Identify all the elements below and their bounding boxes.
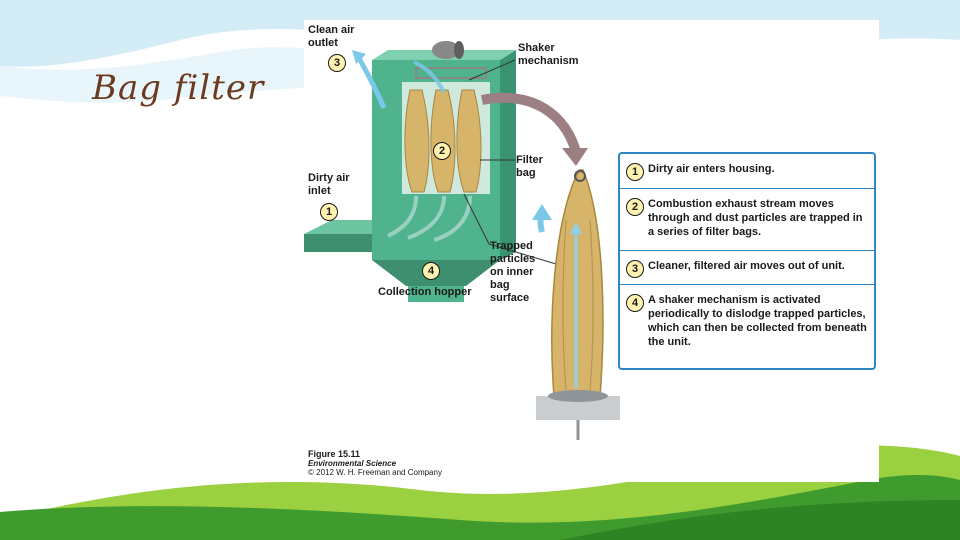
step-item: 4 A shaker mechanism is activated period… <box>620 284 874 369</box>
slide-title: Bag filter <box>92 68 265 108</box>
pointer-lines <box>463 59 557 265</box>
step-number: 3 <box>626 260 644 278</box>
label-clean-air-outlet: Clean air outlet <box>308 24 355 49</box>
marker-step-1: 1 <box>320 203 338 221</box>
caption-copyright: © 2012 W. H. Freeman and Company <box>308 468 442 477</box>
step-text: A shaker mechanism is activated periodic… <box>648 294 867 348</box>
zoom-arrow-head <box>562 148 588 166</box>
marker-step-3: 3 <box>328 54 346 72</box>
filter-bag <box>456 89 482 193</box>
hill-highlight <box>560 500 960 540</box>
label-trapped-particles: Trapped particles on inner bag surface <box>490 240 536 304</box>
filter-bag <box>404 89 430 193</box>
step-number: 2 <box>626 198 644 216</box>
step-text: Combustion exhaust stream moves through … <box>648 198 863 238</box>
housing-side <box>500 50 516 260</box>
step-number: 1 <box>626 163 644 181</box>
bag-hook <box>574 170 586 182</box>
flow-tubes <box>387 195 472 242</box>
label-filter-bag: Filter bag <box>516 154 543 179</box>
step-text: Dirty air enters housing. <box>648 163 775 175</box>
bag-filter-diagram <box>304 41 620 440</box>
figure-caption: Figure 15.11 Environmental Science © 201… <box>308 449 442 478</box>
bag-filter-figure: Clean air outlet 3 Shaker mechanism 2 Fi… <box>304 20 879 482</box>
filter-bags <box>404 89 482 193</box>
zoom-arrow <box>481 92 581 154</box>
hopper-outlet <box>408 286 464 302</box>
step-item: 2 Combustion exhaust stream moves throug… <box>620 188 874 251</box>
label-collection-hopper: Collection hopper <box>378 286 472 298</box>
shaker-motor <box>432 41 460 59</box>
step-number: 4 <box>626 294 644 312</box>
step-item: 1 Dirty air enters housing. <box>620 154 874 188</box>
marker-step-4: 4 <box>422 262 440 280</box>
steps-legend: 1 Dirty air enters housing. 2 Combustion… <box>618 152 876 370</box>
label-dirty-air-inlet: Dirty air inlet <box>308 172 350 197</box>
caption-book-title: Environmental Science <box>308 459 397 468</box>
filter-bag <box>430 89 456 193</box>
label-shaker-mechanism: Shaker mechanism <box>518 42 579 67</box>
step-item: 3 Cleaner, filtered air moves out of uni… <box>620 250 874 285</box>
marker-step-2: 2 <box>433 142 451 160</box>
caption-figure-number: Figure 15.11 <box>308 449 361 459</box>
clean-air-arrow <box>413 60 446 93</box>
step-text: Cleaner, filtered air moves out of unit. <box>648 260 845 272</box>
